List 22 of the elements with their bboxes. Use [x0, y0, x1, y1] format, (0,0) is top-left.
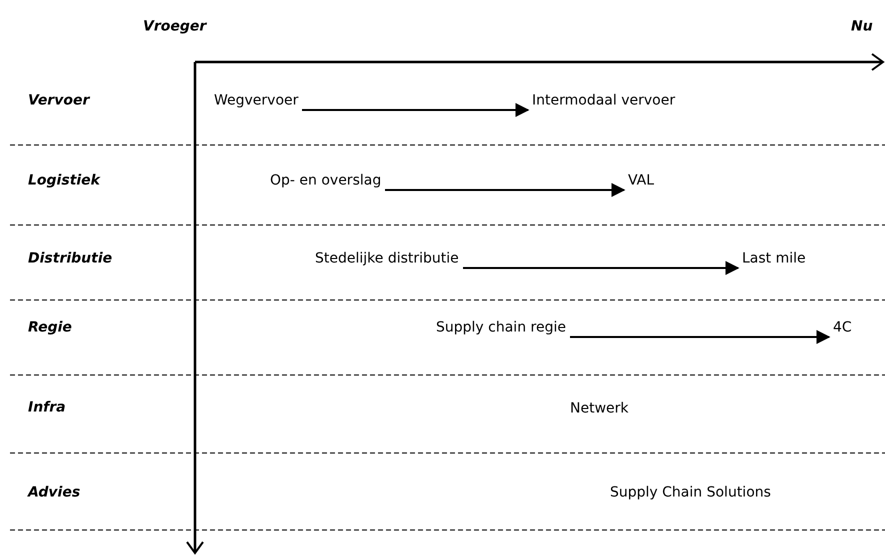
term-text: Supply Chain Solutions: [610, 484, 771, 502]
row-label: Advies: [28, 484, 80, 502]
arrow: [385, 183, 626, 197]
term-text: VAL: [628, 172, 654, 190]
term-text: Op- en overslag: [270, 172, 382, 190]
axis-label: Vroeger: [143, 18, 206, 36]
term-text: Last mile: [742, 250, 806, 268]
row-label: Vervoer: [28, 92, 90, 110]
arrow: [302, 103, 530, 117]
axis-label: Nu: [851, 18, 873, 36]
row-label: Infra: [28, 399, 66, 417]
row-label: Distributie: [28, 250, 112, 268]
term-text: Stedelijke distributie: [315, 250, 459, 268]
row-label: Regie: [28, 319, 72, 337]
term-text: Supply chain regie: [436, 319, 566, 337]
row-label: Logistiek: [28, 172, 100, 190]
term-text: Netwerk: [570, 400, 629, 418]
arrow: [570, 330, 830, 344]
term-text: Wegvervoer: [214, 92, 298, 110]
term-text: Intermodaal vervoer: [532, 92, 676, 110]
term-text: 4C: [833, 319, 852, 337]
arrow: [463, 261, 740, 275]
